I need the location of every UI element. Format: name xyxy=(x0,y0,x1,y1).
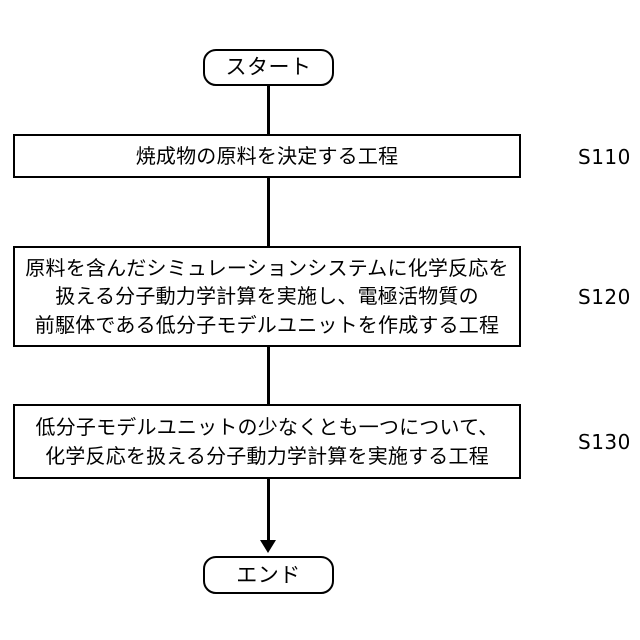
arrowhead-icon xyxy=(260,540,276,553)
connector-start-to-s110 xyxy=(267,86,270,135)
flow-node-end-label: エンド xyxy=(236,562,301,587)
flow-node-s110-label: 焼成物の原料を決定する工程 xyxy=(135,143,399,168)
step-label-s120: S120 xyxy=(578,285,631,309)
connector-s130-to-end xyxy=(267,478,270,541)
flow-node-end: エンド xyxy=(203,556,334,594)
step-label-s130: S130 xyxy=(578,430,631,454)
flow-node-s120: 原料を含んだシミュレーションシステムに化学反応を 扱える分子動力学計算を実施し、… xyxy=(13,246,521,347)
flow-node-s130-label: 低分子モデルユニットの少なくとも一つについて、 化学反応を扱える分子動力学計算を… xyxy=(35,415,499,468)
flow-node-start: スタート xyxy=(203,49,334,86)
step-label-s110: S110 xyxy=(578,145,631,169)
flow-node-s130: 低分子モデルユニットの少なくとも一つについて、 化学反応を扱える分子動力学計算を… xyxy=(13,404,521,479)
connector-s110-to-s120 xyxy=(267,177,270,247)
flow-node-s110: 焼成物の原料を決定する工程 xyxy=(13,134,521,178)
flow-node-start-label: スタート xyxy=(225,55,312,80)
connector-s120-to-s130 xyxy=(267,346,270,405)
flow-node-s120-label: 原料を含んだシミュレーションシステムに化学反応を 扱える分子動力学計算を実施し、… xyxy=(25,255,509,337)
